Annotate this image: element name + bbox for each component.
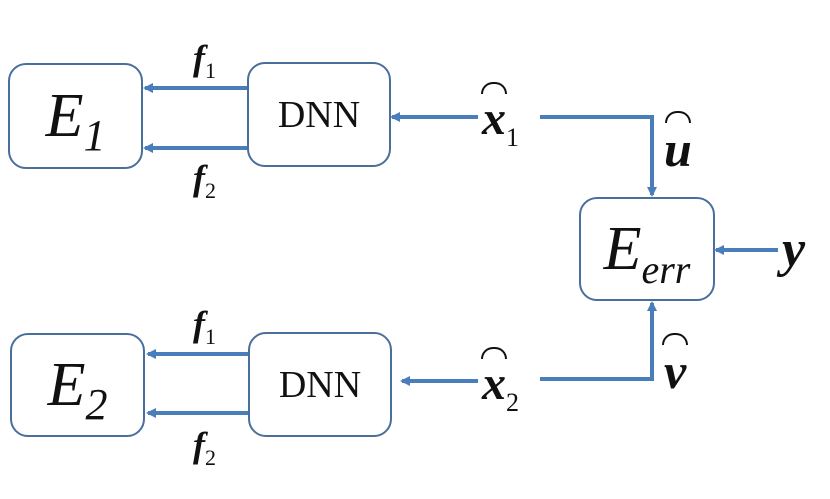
node-e2-sub: 2 xyxy=(85,380,108,429)
node-e1: E1 xyxy=(8,63,143,169)
node-dnn1: DNN xyxy=(247,62,391,167)
node-e2-main: E xyxy=(47,351,86,419)
label-v-hat: v xyxy=(664,343,687,399)
node-dnn1-label: DNN xyxy=(277,93,361,136)
node-dnn2-label: DNN xyxy=(278,363,362,406)
edge-x1-to-err-u xyxy=(540,115,657,197)
label-x2-hat: x2 xyxy=(482,357,519,417)
label-f1-bottom: f1 xyxy=(193,304,216,349)
node-err-main: E xyxy=(603,215,642,283)
label-f1-top: f1 xyxy=(193,38,216,83)
label-f2-top: f2 xyxy=(193,158,216,203)
label-x1-hat: x1 xyxy=(482,92,519,152)
node-err-sub: err xyxy=(641,247,691,292)
label-f2-bottom: f2 xyxy=(193,425,216,470)
node-e2: E2 xyxy=(10,333,145,437)
label-u-hat: u xyxy=(664,121,692,177)
label-y: y xyxy=(782,221,806,278)
node-e1-main: E xyxy=(45,82,84,150)
edge-x2-to-err-v xyxy=(540,301,657,381)
node-e1-sub: 1 xyxy=(83,111,106,160)
node-err: Eerr xyxy=(579,197,715,301)
node-dnn2: DNN xyxy=(248,332,392,437)
